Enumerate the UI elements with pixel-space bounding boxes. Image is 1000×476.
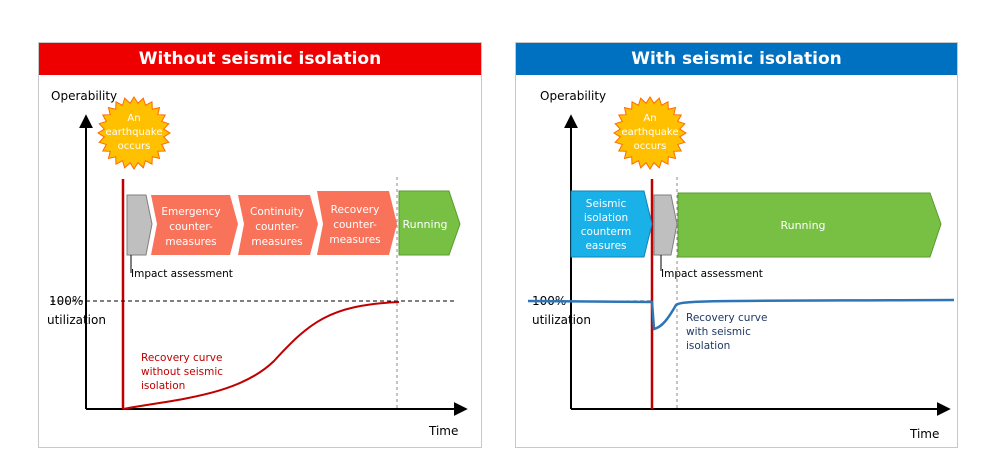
pre-step-line4: easures: [585, 240, 626, 252]
step-seismic-isolation-countermeasures: [570, 190, 653, 258]
step-continuity-countermeasures: [238, 195, 318, 255]
level-label-line1: 100%: [49, 294, 83, 308]
step-emergency-line3: measures: [165, 236, 216, 248]
curve-label-line1: Recovery curve: [686, 312, 767, 324]
running-label: Running: [780, 219, 825, 232]
impact-assessment-label: Impact assessment: [661, 268, 763, 280]
curve-label-line3: isolation: [686, 340, 730, 352]
running-block: [677, 192, 942, 258]
curve-label-line3: isolation: [141, 380, 185, 392]
recovery-curve-without-isolation: [122, 301, 400, 410]
step-recovery-line3: measures: [329, 234, 380, 246]
step-recovery-countermeasures: [317, 191, 397, 255]
running-label: Running: [402, 218, 447, 231]
earthquake-label-line1: An: [643, 113, 656, 124]
step-continuity-line3: measures: [251, 236, 302, 248]
y-axis-label: Operability: [51, 89, 117, 103]
x-axis-label: Time: [909, 427, 939, 441]
impact-assessment-label: Impact assessment: [131, 268, 233, 280]
pre-step-line3: counterm: [581, 226, 631, 238]
step-continuity-line2: counter-: [255, 221, 299, 233]
panel-with-isolation: With seismic isolation Operability Time …: [515, 42, 958, 448]
impact-assessment-chevron: [126, 194, 153, 256]
step-continuity-line1: Continuity: [250, 206, 304, 218]
running-block: [398, 190, 461, 256]
impact-assessment-chevron: [653, 194, 678, 256]
step-emergency-countermeasures: [151, 195, 238, 255]
earthquake-label-line1: An: [127, 113, 140, 124]
level-label-line2: utilization: [532, 313, 591, 327]
x-axis-label: Time: [428, 424, 458, 438]
step-recovery-line2: counter-: [333, 219, 377, 231]
earthquake-starburst: An earthquake occurs: [97, 96, 171, 170]
earthquake-label-line3: occurs: [634, 141, 667, 152]
curve-label-line1: Recovery curve: [141, 352, 222, 364]
pre-step-line2: isolation: [584, 212, 628, 224]
step-emergency-line1: Emergency: [161, 206, 220, 218]
diagram-without-isolation: Operability Time An earthquake occurs Im…: [47, 89, 468, 438]
level-label-line2: utilization: [47, 313, 106, 327]
diagram-with-isolation: Operability Time An earthquake occurs Se…: [527, 89, 955, 441]
y-axis-label: Operability: [540, 89, 606, 103]
step-emergency-line2: counter-: [169, 221, 213, 233]
panel-title-without: Without seismic isolation: [39, 43, 481, 75]
earthquake-starburst: An earthquake occurs: [613, 96, 687, 170]
pre-step-line1: Seismic: [586, 198, 627, 210]
earthquake-label-line2: earthquake: [105, 127, 162, 138]
curve-label-line2: with seismic: [686, 326, 751, 338]
panel-without-isolation: Without seismic isolation Operability Ti…: [38, 42, 482, 448]
earthquake-label-line2: earthquake: [621, 127, 678, 138]
step-recovery-line1: Recovery: [331, 204, 380, 216]
earthquake-label-line3: occurs: [118, 141, 151, 152]
recovery-curve-with-isolation: [527, 298, 955, 331]
panel-title-with: With seismic isolation: [516, 43, 957, 75]
curve-label-line2: without seismic: [141, 366, 223, 378]
